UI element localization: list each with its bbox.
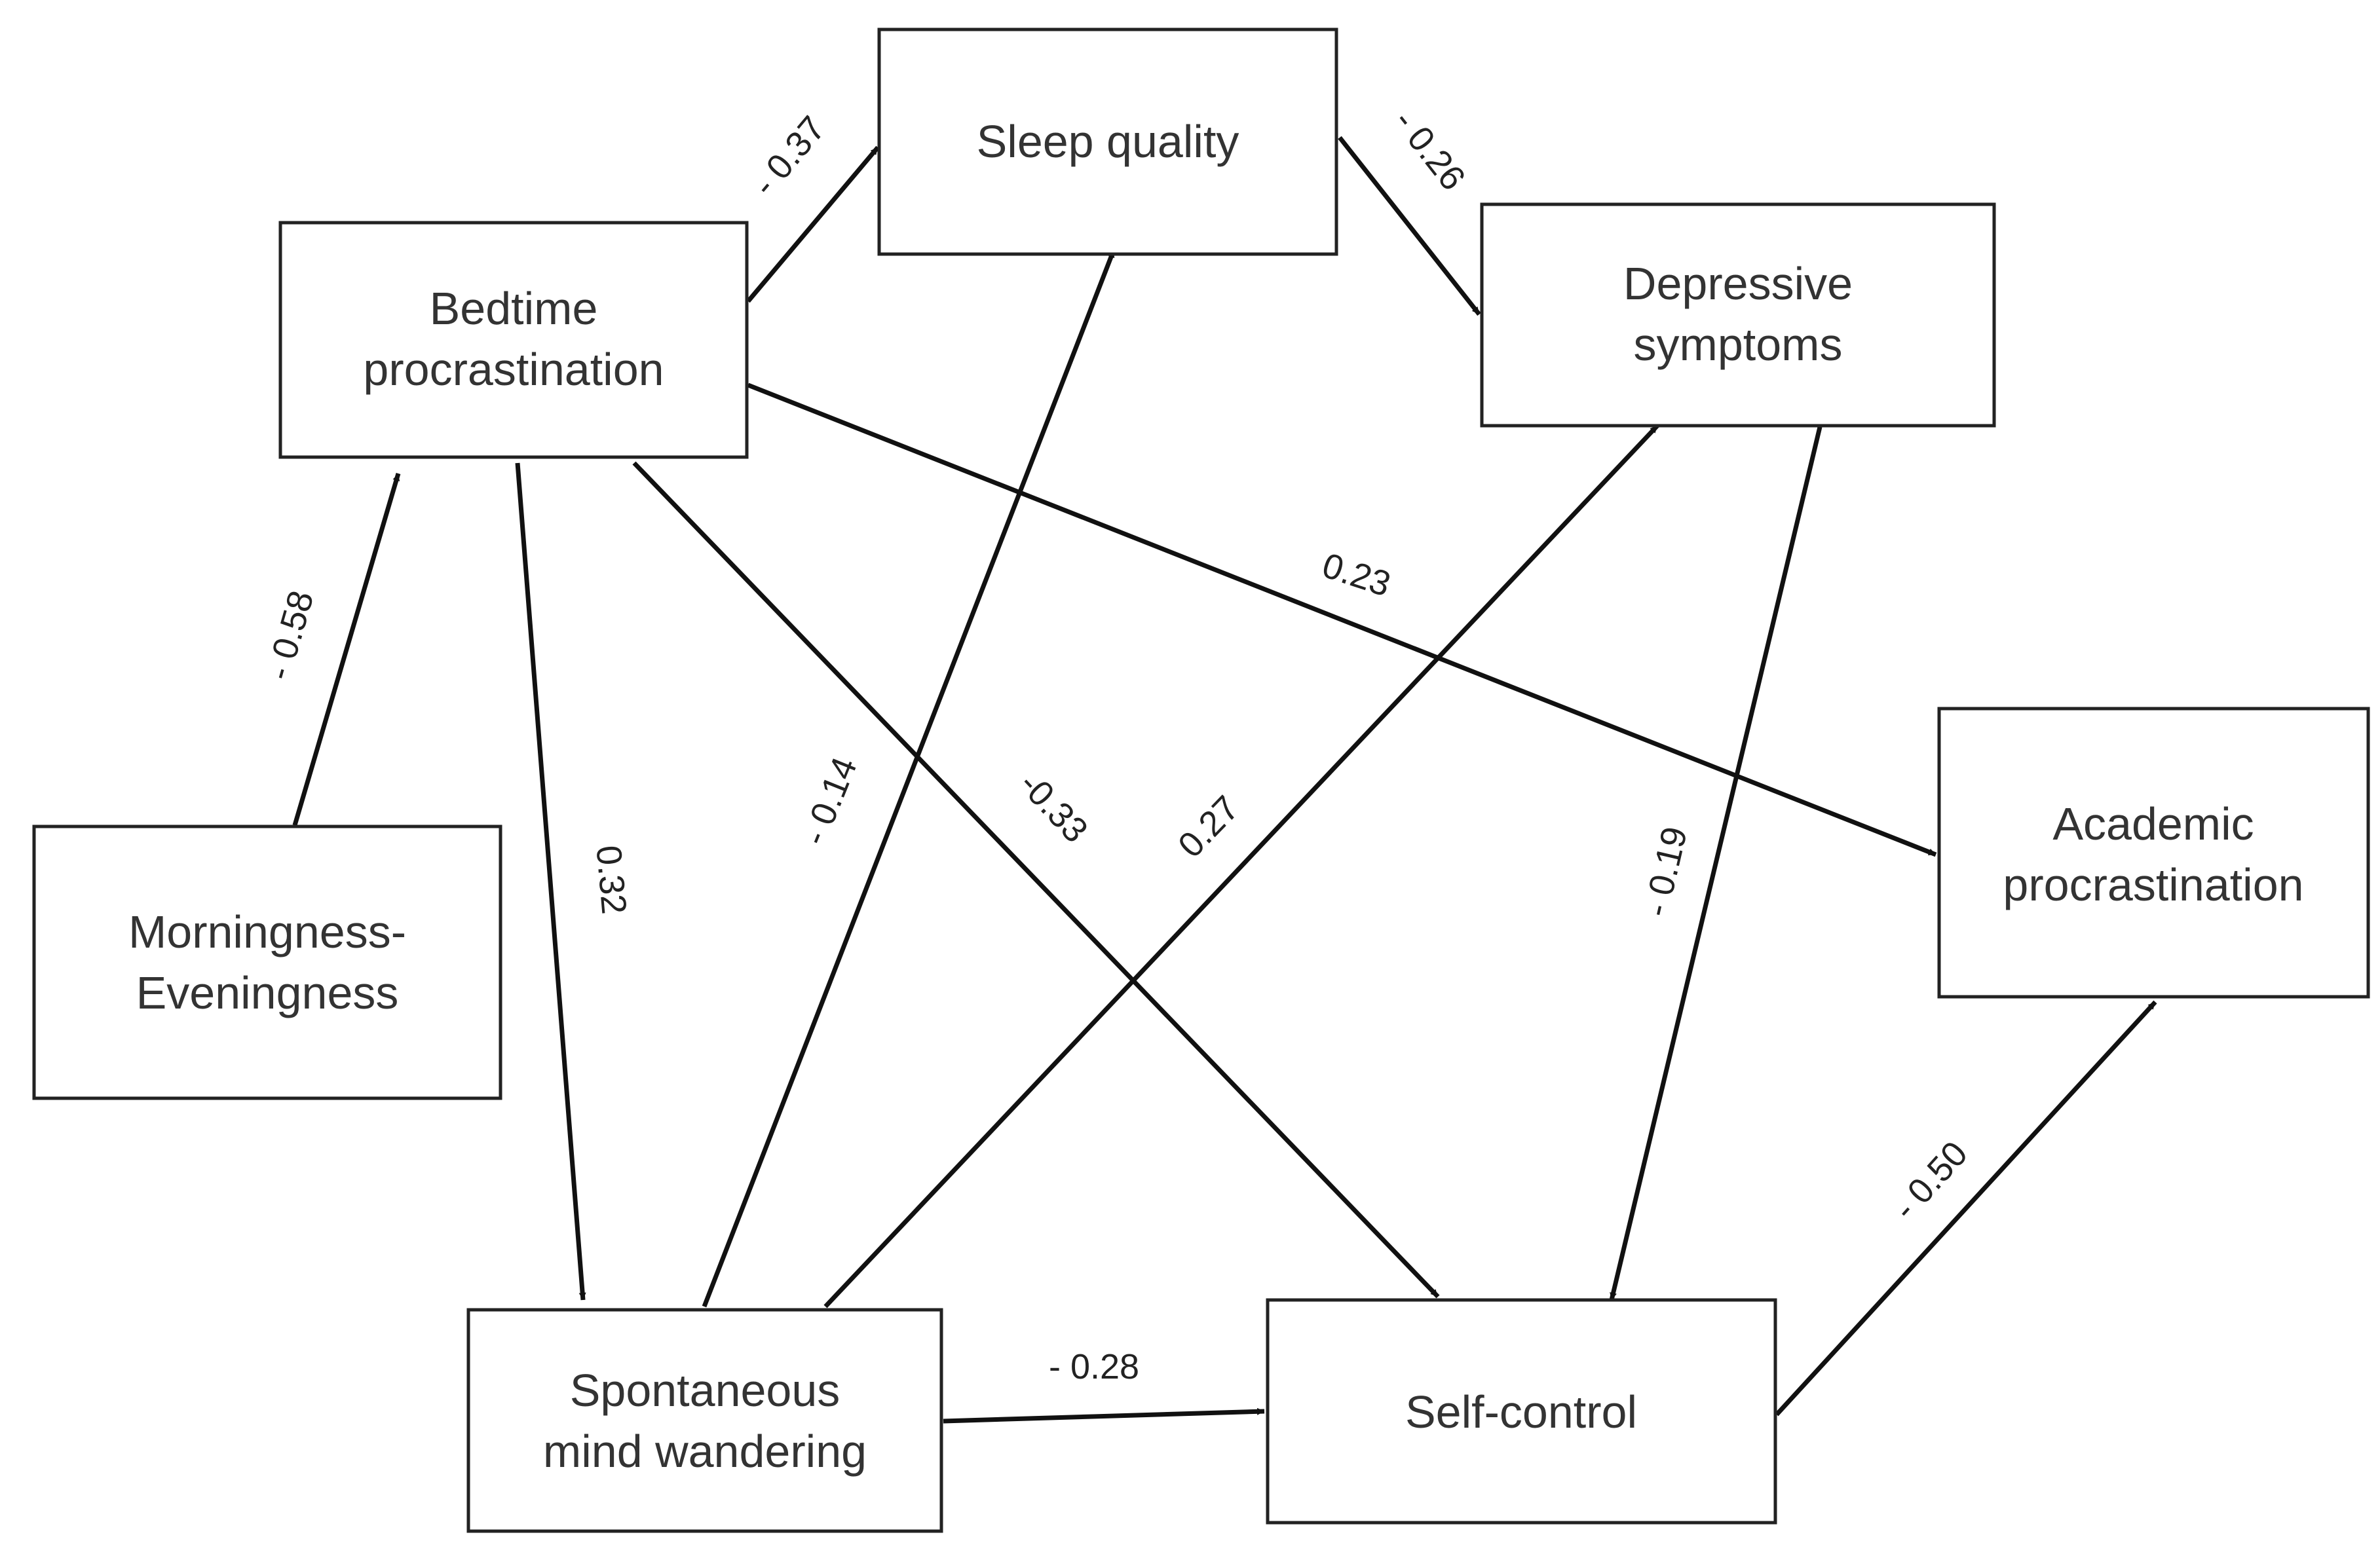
node-box-depressive-symptoms	[1480, 202, 1996, 428]
edge-line-depressive-selfcontrol	[1609, 426, 1823, 1301]
node-label-academic-line2: procrastination	[2003, 859, 2303, 910]
nodes: Sleep quality Bedtime procrastination De…	[32, 28, 2370, 1533]
node-box-bedtime-procrastination	[278, 221, 749, 459]
node-box-self-control	[1266, 1298, 1777, 1525]
edge-label-bedtime-mind: 0.32	[588, 844, 633, 916]
edge-depressive-to-selfcontrol: - 0.19	[1609, 426, 1823, 1301]
edge-line-sleep-depressive	[1338, 136, 1481, 316]
edge-bedtime-to-academic: 0.23	[747, 382, 1937, 857]
node-label-depressive-line1: Depressive	[1623, 258, 1853, 309]
node-label-morningness-line1: Morningness-	[128, 906, 406, 957]
node-self-control: Self-control	[1266, 1298, 1777, 1525]
node-bedtime-procrastination: Bedtime procrastination	[278, 221, 749, 459]
edge-line-selfcontrol-academic	[1775, 1000, 2157, 1417]
edge-bedtime-to-mind: 0.32	[515, 462, 633, 1301]
node-box-academic-procrastination	[1937, 707, 2370, 999]
edge-mind-to-selfcontrol: - 0.28	[943, 1347, 1265, 1424]
node-box-sleep-quality	[877, 28, 1338, 256]
edge-label-bedtime-selfcontrol: -0.33	[1011, 764, 1095, 850]
edge-sleep-to-depressive: - 0.26	[1338, 102, 1481, 316]
node-spontaneous-mind-wandering: Spontaneous mind wandering	[466, 1308, 943, 1533]
node-label-self-control: Self-control	[1405, 1386, 1637, 1437]
node-depressive-symptoms: Depressive symptoms	[1480, 202, 1996, 428]
edge-label-sleep-depressive: - 0.26	[1386, 102, 1473, 198]
edge-morning-to-bedtime: - 0.58	[259, 473, 401, 826]
edge-label-mind-selfcontrol: - 0.28	[1049, 1347, 1139, 1386]
node-label-bedtime-line2: procrastination	[363, 344, 664, 395]
edge-line-bedtime-mind	[515, 462, 586, 1301]
node-label-depressive-line2: symptoms	[1634, 319, 1843, 370]
edge-bedtime-to-sleep: - 0.37	[745, 109, 880, 303]
edge-line-morning-bedtime	[292, 473, 401, 826]
edge-label-mind-depressive: 0.27	[1171, 788, 1247, 865]
node-label-academic-line1: Academic	[2052, 798, 2254, 849]
edge-label-bedtime-academic: 0.23	[1317, 546, 1395, 604]
node-sleep-quality: Sleep quality	[877, 28, 1338, 256]
node-label-bedtime-line1: Bedtime	[430, 283, 598, 334]
node-box-spontaneous-mind-wandering	[466, 1308, 943, 1533]
edge-label-bedtime-sleep: - 0.37	[745, 109, 833, 203]
edge-line-mind-sleep	[702, 249, 1116, 1308]
edge-mind-to-depressive: 0.27	[823, 424, 1659, 1308]
edge-label-mind-sleep: - 0.14	[795, 752, 865, 851]
node-box-morningness-eveningness	[32, 825, 502, 1100]
node-label-mind-line1: Spontaneous	[570, 1365, 841, 1416]
edge-line-bedtime-selfcontrol	[632, 461, 1440, 1299]
node-academic-procrastination: Academic procrastination	[1937, 707, 2370, 999]
edge-line-bedtime-sleep	[746, 145, 880, 303]
edge-line-mind-depressive	[823, 424, 1659, 1308]
edge-label-morning-bedtime: - 0.58	[259, 586, 322, 684]
node-label-mind-line2: mind wandering	[543, 1426, 867, 1477]
edge-selfcontrol-to-academic: - 0.50	[1775, 1000, 2157, 1417]
node-morningness-eveningness: Morningness- Eveningness	[32, 825, 502, 1100]
edge-label-depressive-selfcontrol: - 0.19	[1636, 823, 1695, 920]
node-label-sleep-quality: Sleep quality	[977, 116, 1239, 167]
edge-line-mind-selfcontrol	[943, 1407, 1265, 1424]
edge-line-bedtime-academic	[747, 382, 1937, 857]
node-label-morningness-line2: Eveningness	[136, 967, 399, 1018]
